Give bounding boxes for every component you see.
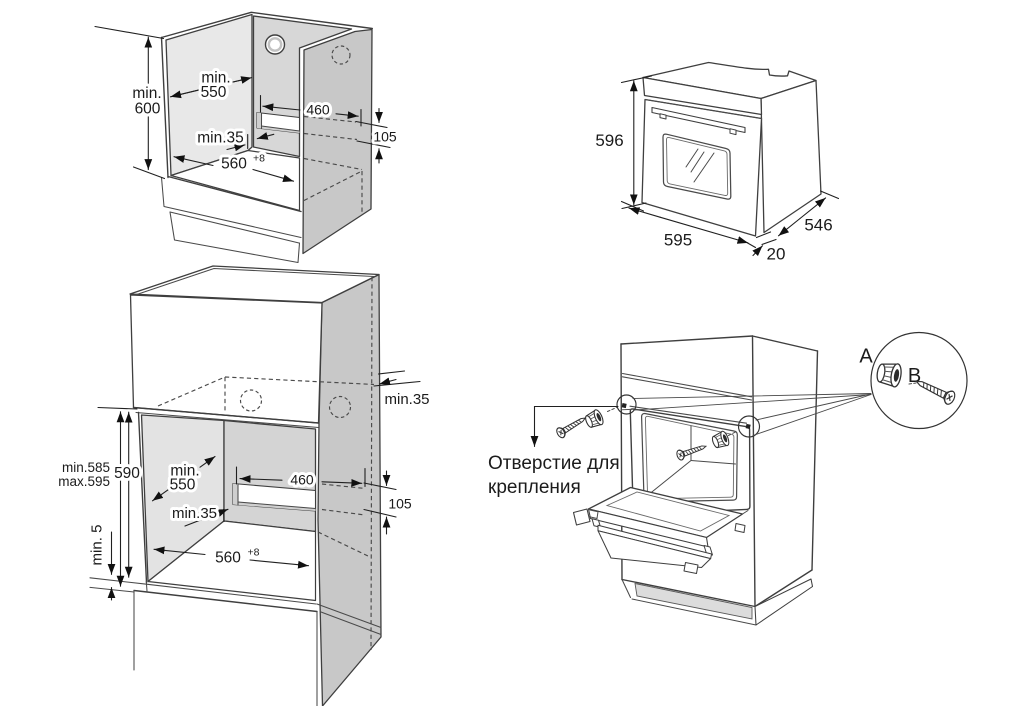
dim-105-f3-label: 105 [388, 496, 412, 512]
dim-546: 546 [777, 190, 840, 238]
dim-460-f3-label: 460 [290, 472, 314, 488]
dim-560: 560 +8 [173, 150, 295, 183]
dim-min600: min. 600 [94, 25, 166, 180]
dim-min35-recess-label: min.35 [172, 505, 217, 522]
fastening-collar-left [585, 409, 604, 428]
dim-595: 595 [620, 200, 757, 253]
oven-side-face [760, 79, 822, 234]
detail-collar [876, 363, 902, 388]
dim-min35-recess: min.35 [169, 502, 229, 527]
dim-min550-f3-label-2: 550 [170, 477, 196, 494]
dim-105-f3: 105 [363, 470, 415, 535]
cabinet3-top-face [129, 265, 380, 304]
dim-20: 20 [752, 231, 788, 267]
dim-min600-label-1: min. [132, 85, 161, 102]
fastening-callout: Отверстие для крепления [488, 405, 620, 498]
dim-min600-label-2: 600 [135, 101, 161, 118]
dim-min550-label-1: min. [201, 70, 230, 87]
dim-460-label: 460 [306, 102, 330, 118]
dim-560-tol-label: +8 [253, 153, 265, 165]
dim-546-label: 546 [804, 216, 832, 235]
figure-tall-cabinet-niche: min.585 max.595 590 min. 5 min.35 min. 5… [55, 265, 430, 706]
dim-min550-label-2: 550 [201, 84, 227, 101]
dim-460: 460 [259, 94, 362, 127]
dim-20-label: 20 [767, 245, 786, 264]
vent-hole-hidden [331, 45, 351, 65]
dim-560-f3: 560 +8 [153, 544, 310, 570]
oven-door-window [662, 133, 732, 200]
dim-590-label: 590 [114, 465, 140, 482]
dim-596: 596 [592, 75, 653, 210]
dim-105-label: 105 [373, 129, 397, 145]
callout-text-line2: крепления [488, 477, 581, 498]
dim-min550: min. 550 [169, 67, 253, 104]
dim-min550-f3: min. 550 [151, 455, 216, 502]
mounting-hole-circle-left [616, 394, 637, 415]
figure-oven-dimensions: 596 595 546 20 [592, 61, 840, 267]
dim-min5: min. 5 [86, 522, 116, 601]
cabinet3-upper-front [129, 294, 323, 424]
dim-595-label: 595 [664, 231, 692, 250]
oven-top-face [642, 61, 817, 100]
dim-min35-top-label: min.35 [385, 391, 430, 408]
screw-left [556, 417, 587, 439]
dim-596-label: 596 [595, 131, 623, 150]
dim-min35-top: min.35 [373, 370, 430, 408]
figure-oven-fastening: A B [488, 331, 968, 626]
cabinet3-niche-floor [147, 520, 317, 602]
dim-min35-label: min.35 [197, 130, 244, 147]
cabinet1-left-wall [165, 13, 253, 177]
detail-a-label: A [859, 346, 873, 368]
cabinet4-plinth-recess [634, 582, 753, 620]
dim-560-f3-label: 560 [215, 550, 241, 567]
dim-min35: min.35 [194, 127, 275, 152]
dim-min5-label: min. 5 [89, 525, 106, 566]
cabinet1-floor [170, 149, 301, 212]
oven-control-panel [642, 76, 763, 116]
dim-min550-f3-label-1: min. [170, 463, 199, 480]
mounting-hole-circle-right [737, 415, 761, 438]
dim-560-f3-tol-label: +8 [248, 547, 260, 559]
screw-right [676, 445, 708, 461]
dim-105: 105 [355, 107, 400, 164]
figure-cabinet-niche: min. 600 min. 550 460 105 [94, 11, 400, 264]
detail-screw [915, 380, 956, 405]
fastening-detail-circle: A B [859, 331, 968, 430]
dim-min585-label: min.585 [62, 460, 110, 475]
dim-585-595-590: min.585 max.595 590 [55, 406, 143, 587]
cabinet1-right-wall [302, 28, 373, 255]
dim-max595-label: max.595 [58, 474, 110, 489]
fastening-collar-right [711, 430, 730, 449]
dim-560-label: 560 [221, 156, 247, 173]
callout-text-line1: Отверстие для [488, 453, 620, 474]
oven4-window [640, 412, 738, 503]
dim-460-f3: 460 [235, 466, 366, 491]
